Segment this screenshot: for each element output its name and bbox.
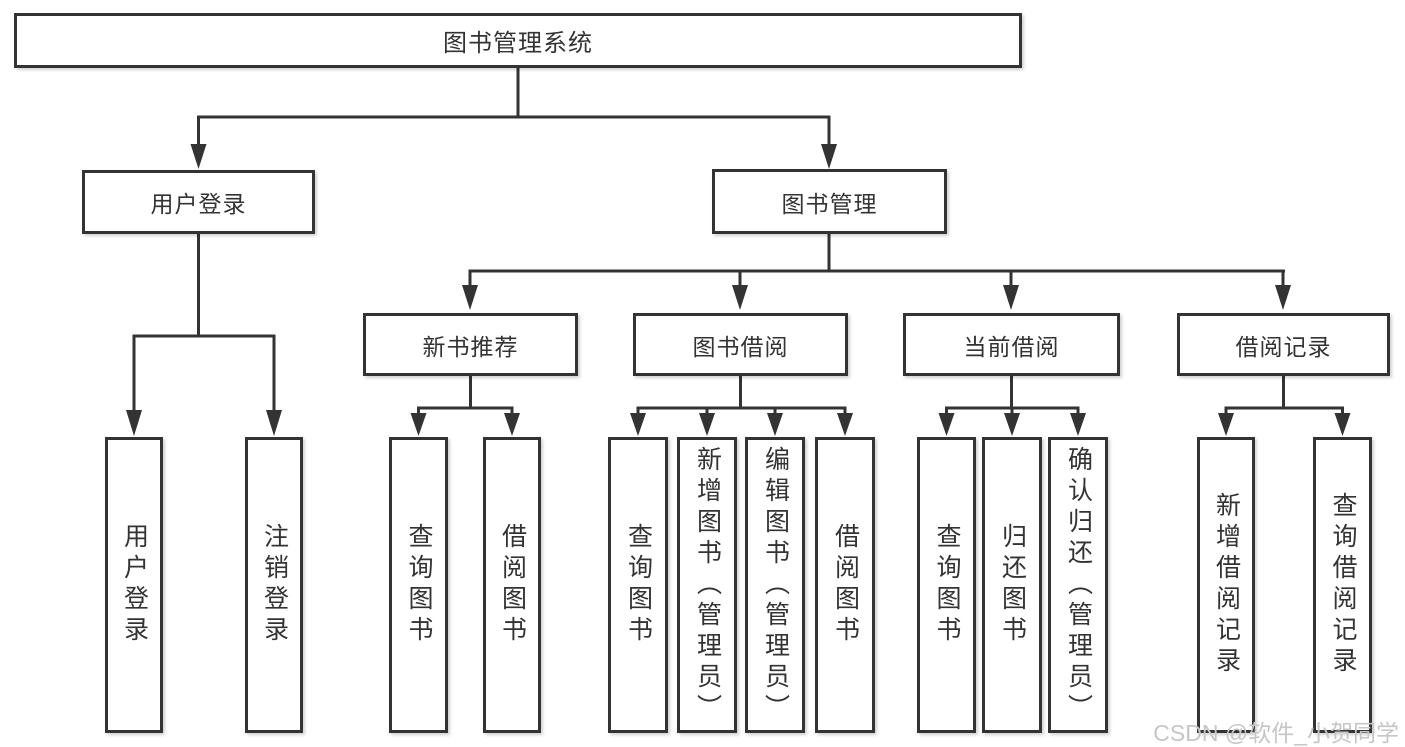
node-user-login: 用户登录 (82, 170, 315, 234)
connector-userlogin-to-leaves (132, 233, 276, 412)
node-current-borrow: 当前借阅 (903, 313, 1120, 376)
node-new-book-recommend: 新书推荐 (363, 313, 578, 376)
leaf-query-books-current: 查询图书 (917, 437, 976, 733)
node-borrow-records: 借阅记录 (1177, 313, 1390, 376)
node-book-borrow: 图书借阅 (633, 313, 848, 376)
leaf-query-books-borrow: 查询图书 (608, 437, 668, 733)
leaf-query-borrow-record: 查询借阅记录 (1313, 437, 1372, 733)
leaf-user-login-label: 用户登录 (120, 523, 149, 647)
leaf-query-books-recommend-label: 查询图书 (405, 523, 433, 647)
leaf-add-borrow-record: 新增借阅记录 (1197, 437, 1255, 733)
leaf-add-borrow-record-label: 新增借阅记录 (1212, 492, 1241, 678)
leaf-logout: 注销登录 (245, 437, 303, 733)
leaf-query-books-current-label: 查询图书 (933, 523, 961, 647)
leaf-return-book: 归还图书 (982, 437, 1042, 733)
leaf-logout-label: 注销登录 (260, 523, 289, 647)
node-borrow-records-label: 借阅记录 (1235, 333, 1332, 360)
leaf-borrow-book-recommend-label: 借阅图书 (498, 523, 527, 647)
node-library-system: 图书管理系统 (14, 13, 1022, 68)
leaf-confirm-return-admin-label: 确认归还（管理员） (1064, 445, 1093, 725)
node-book-management-label: 图书管理 (781, 190, 878, 217)
leaf-borrow-book-label: 借阅图书 (831, 523, 860, 647)
leaf-borrow-book: 借阅图书 (815, 437, 875, 733)
leaf-borrow-book-recommend: 借阅图书 (483, 437, 541, 733)
leaf-query-borrow-record-label: 查询借阅记录 (1329, 492, 1357, 678)
node-current-borrow-label: 当前借阅 (963, 333, 1060, 360)
node-user-login-label: 用户登录 (150, 191, 247, 217)
connector-root-to-level2 (197, 68, 831, 146)
leaf-return-book-label: 归还图书 (998, 523, 1027, 647)
leaf-confirm-return-admin: 确认归还（管理员） (1048, 437, 1108, 733)
node-new-book-recommend-label: 新书推荐 (422, 333, 519, 360)
leaf-edit-book-admin: 编辑图书（管理员） (745, 437, 805, 733)
leaf-add-book-admin: 新增图书（管理员） (677, 437, 737, 733)
leaf-add-book-admin-label: 新增图书（管理员） (693, 445, 722, 725)
leaf-query-books-borrow-label: 查询图书 (624, 523, 653, 647)
connector-level3-to-leaves (417, 376, 1344, 416)
connector-bookmgmt-to-level3 (468, 234, 1285, 288)
leaf-query-books-recommend: 查询图书 (389, 437, 448, 733)
leaf-user-login: 用户登录 (105, 437, 163, 733)
node-library-system-label: 图书管理系统 (443, 30, 593, 57)
csdn-watermark: CSDN @软件_小贺同学 (1153, 720, 1399, 746)
node-book-management: 图书管理 (712, 169, 947, 234)
arrowhead-icons (126, 144, 1351, 436)
leaf-edit-book-admin-label: 编辑图书（管理员） (761, 445, 790, 725)
node-book-borrow-label: 图书借阅 (692, 333, 789, 360)
